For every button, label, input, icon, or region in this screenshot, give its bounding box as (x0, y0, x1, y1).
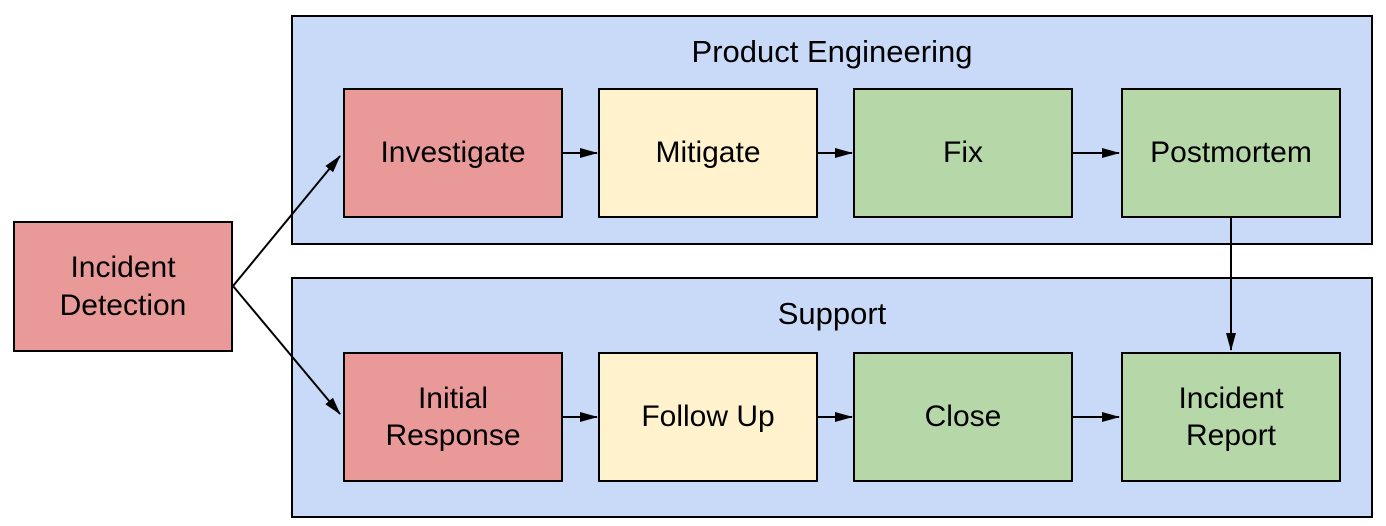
node-label: Mitigate (655, 136, 761, 170)
node-mitigate: Mitigate (598, 88, 818, 218)
node-investigate: Investigate (343, 88, 563, 218)
node-label: Fix (943, 136, 983, 170)
node-label: Incident Detection (59, 251, 187, 322)
node-label: Follow Up (641, 400, 775, 434)
node-label: Incident Report (1178, 381, 1284, 453)
node-incident-detection: Incident Detection (13, 221, 233, 352)
node-label: Close (924, 400, 1002, 434)
node-close: Close (853, 352, 1073, 482)
node-label: Postmortem (1150, 136, 1312, 170)
lane-title-product-engineering: Product Engineering (691, 34, 973, 69)
lane-support: Support Initial Response Follow Up Close… (291, 277, 1373, 518)
node-fix: Fix (853, 88, 1073, 218)
lane-title-support: Support (777, 296, 887, 331)
node-initial-response: Initial Response (343, 352, 563, 482)
node-incident-report: Incident Report (1121, 352, 1341, 482)
lane-product-engineering: Product Engineering Investigate Mitigate… (291, 15, 1373, 245)
node-label: Initial Response (385, 381, 521, 453)
node-postmortem: Postmortem (1121, 88, 1341, 218)
node-follow-up: Follow Up (598, 352, 818, 482)
node-label: Investigate (380, 136, 526, 170)
